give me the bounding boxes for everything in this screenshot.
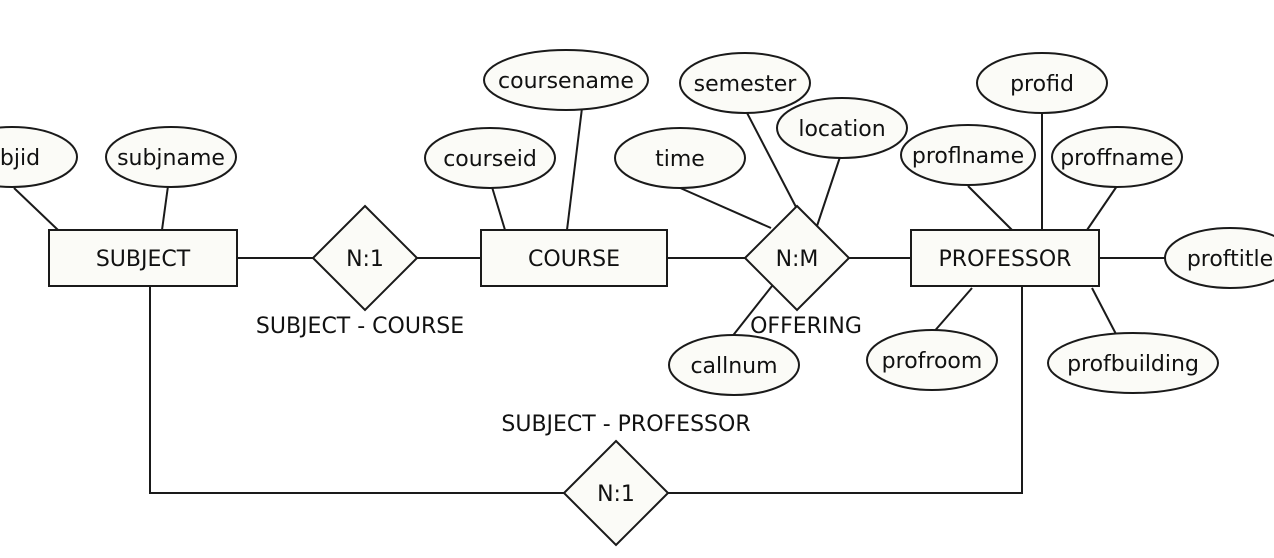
link-location (816, 156, 841, 227)
entity-course: COURSE (480, 229, 668, 287)
subject-course-cardinality: N:1 (346, 247, 384, 272)
offering-cardinality: N:M (776, 247, 819, 272)
subject-course-name: SUBJECT - COURSE (256, 314, 464, 339)
relationship-subject-course: N:1 (311, 204, 419, 312)
entity-course-label: COURSE (528, 247, 620, 272)
attr-location-label: location (798, 117, 885, 142)
attr-subjname: subjname (105, 126, 237, 188)
attr-coursename: coursename (483, 49, 649, 111)
link-profbuilding (1091, 287, 1118, 337)
attr-semester-label: semester (694, 72, 798, 97)
attr-subjname-label: subjname (117, 146, 225, 171)
attr-subjid: bjid (0, 126, 78, 188)
attr-proffname-label: proffname (1060, 146, 1174, 171)
link-subjid (13, 187, 59, 231)
offering-name: OFFERING (750, 314, 862, 339)
attr-profroom-label: profroom (882, 349, 983, 374)
link-time (677, 186, 772, 229)
entity-subject-label: SUBJECT (96, 247, 191, 272)
attr-courseid-label: courseid (443, 147, 537, 172)
attr-profid: profid (976, 52, 1108, 114)
link-semester (744, 108, 797, 208)
attr-time: time (614, 127, 746, 189)
subject-professor-cardinality: N:1 (597, 482, 635, 507)
attr-profbuilding-label: profbuilding (1067, 352, 1199, 377)
attr-courseid: courseid (424, 127, 556, 189)
attr-proftitle: proftitle (1164, 227, 1274, 289)
attr-callnum: callnum (668, 334, 800, 396)
subject-professor-name: SUBJECT - PROFESSOR (501, 412, 750, 437)
relationship-subject-professor: N:1 (562, 439, 670, 547)
attr-profid-label: profid (1010, 72, 1074, 97)
link-subjprof-professor (668, 286, 1023, 494)
entity-professor: PROFESSOR (910, 229, 1100, 287)
entity-professor-label: PROFESSOR (939, 247, 1072, 272)
attr-profbuilding: profbuilding (1047, 332, 1219, 394)
attr-proffname: proffname (1051, 126, 1183, 188)
attr-subjid-label: bjid (0, 146, 40, 171)
attr-proftitle-label: proftitle (1187, 247, 1273, 272)
link-subject-subjprof (149, 286, 564, 494)
attr-proflname: proflname (900, 124, 1036, 186)
link-callnum (730, 285, 773, 339)
link-coursename (566, 107, 583, 231)
link-subjname (161, 185, 169, 231)
connectors (13, 107, 1165, 494)
attr-proflname-label: proflname (912, 144, 1024, 169)
attr-semester: semester (679, 52, 811, 114)
link-profroom (931, 287, 973, 335)
attr-profroom: profroom (866, 329, 998, 391)
link-proflname (967, 185, 1013, 231)
attr-coursename-label: coursename (498, 69, 634, 94)
entity-subject: SUBJECT (48, 229, 238, 287)
link-courseid (491, 186, 506, 231)
attr-time-label: time (655, 147, 705, 172)
link-proffname (1086, 185, 1118, 231)
attr-callnum-label: callnum (690, 354, 777, 379)
relationship-offering: N:M (743, 204, 851, 312)
attr-location: location (776, 97, 908, 159)
